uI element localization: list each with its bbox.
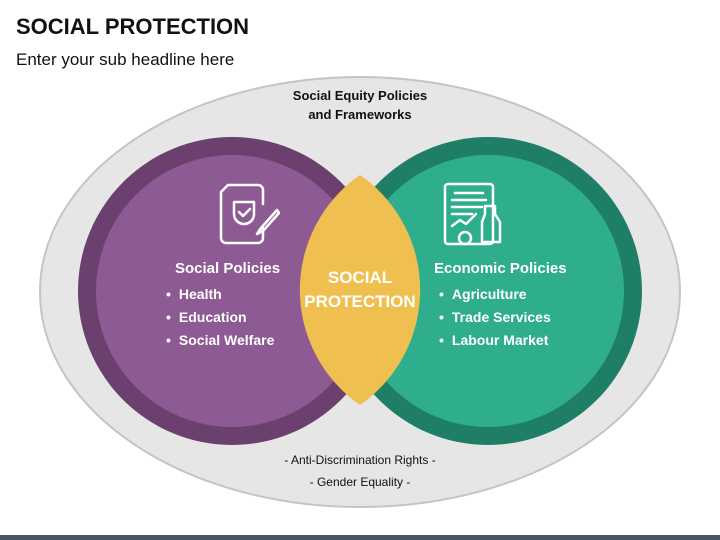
list-item: Education — [166, 309, 274, 325]
list-item: Labour Market — [439, 332, 551, 348]
center-label-line2: PROTECTION — [304, 292, 416, 311]
center-label-line1: SOCIAL — [327, 268, 393, 287]
list-item: Health — [166, 286, 274, 302]
slide-title: SOCIAL PROTECTION — [16, 14, 250, 39]
center-label: SOCIAL PROTECTION — [300, 266, 420, 314]
policy-document-icon — [219, 183, 281, 245]
left-list: Health Education Social Welfare — [166, 286, 274, 355]
outer-label: Social Equity Policies and Frameworks — [260, 86, 460, 124]
note-gender-equality: - Gender Equality - — [309, 475, 411, 489]
list-item: Social Welfare — [166, 332, 274, 348]
outer-label-line2: and Frameworks — [308, 107, 412, 122]
slide-subtitle: Enter your sub headline here — [16, 50, 235, 69]
right-title: Economic Policies — [434, 260, 567, 277]
note-anti-discrimination: - Anti-Discrimination Rights - — [284, 453, 436, 467]
list-item: Trade Services — [439, 309, 551, 325]
footer-bar — [0, 535, 720, 540]
economic-report-icon — [443, 182, 502, 246]
left-title: Social Policies — [175, 260, 281, 277]
list-item: Agriculture — [439, 286, 551, 302]
right-list: Agriculture Trade Services Labour Market — [439, 286, 551, 355]
center-lens — [299, 175, 421, 405]
outer-label-line1: Social Equity Policies — [292, 88, 428, 103]
